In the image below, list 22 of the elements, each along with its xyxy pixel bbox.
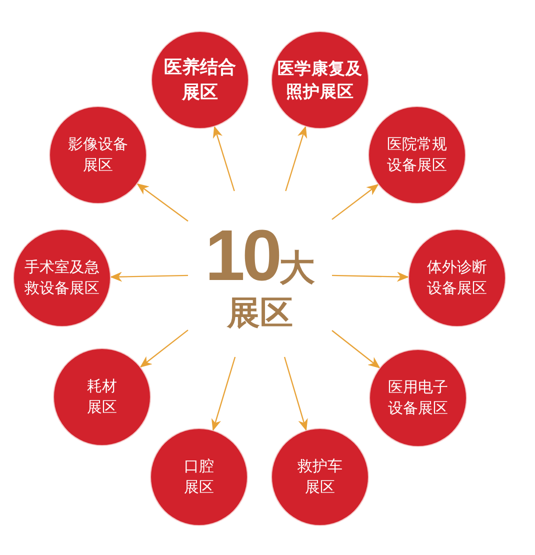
zone-label: 影像设备展区: [67, 134, 129, 176]
center-subheading: 展区: [227, 296, 293, 328]
arrow: [332, 184, 380, 220]
arrow: [110, 272, 188, 282]
zone-label: 口腔展区: [183, 456, 215, 498]
arrow: [136, 182, 188, 222]
zone-label: 医用电子设备展区: [387, 377, 449, 419]
zone-label: 耗材展区: [86, 376, 118, 418]
arrow: [332, 272, 410, 282]
zone-label: 医学康复及照护展区: [276, 58, 364, 103]
zone-label: 救护车展区: [296, 456, 344, 498]
arrow: [140, 330, 188, 368]
arrow: [285, 126, 308, 192]
arrow: [211, 356, 236, 432]
zone-label: 体外诊断设备展区: [426, 257, 488, 299]
zone-label: 手术室及急救设备展区: [24, 257, 100, 299]
arrow: [332, 330, 381, 369]
center-heading: 10大: [204, 220, 316, 292]
zone-label: 医院常规设备展区: [386, 134, 448, 176]
zone-label: 医养结合展区: [163, 56, 237, 105]
arrow: [284, 356, 308, 432]
arrow: [212, 126, 235, 192]
